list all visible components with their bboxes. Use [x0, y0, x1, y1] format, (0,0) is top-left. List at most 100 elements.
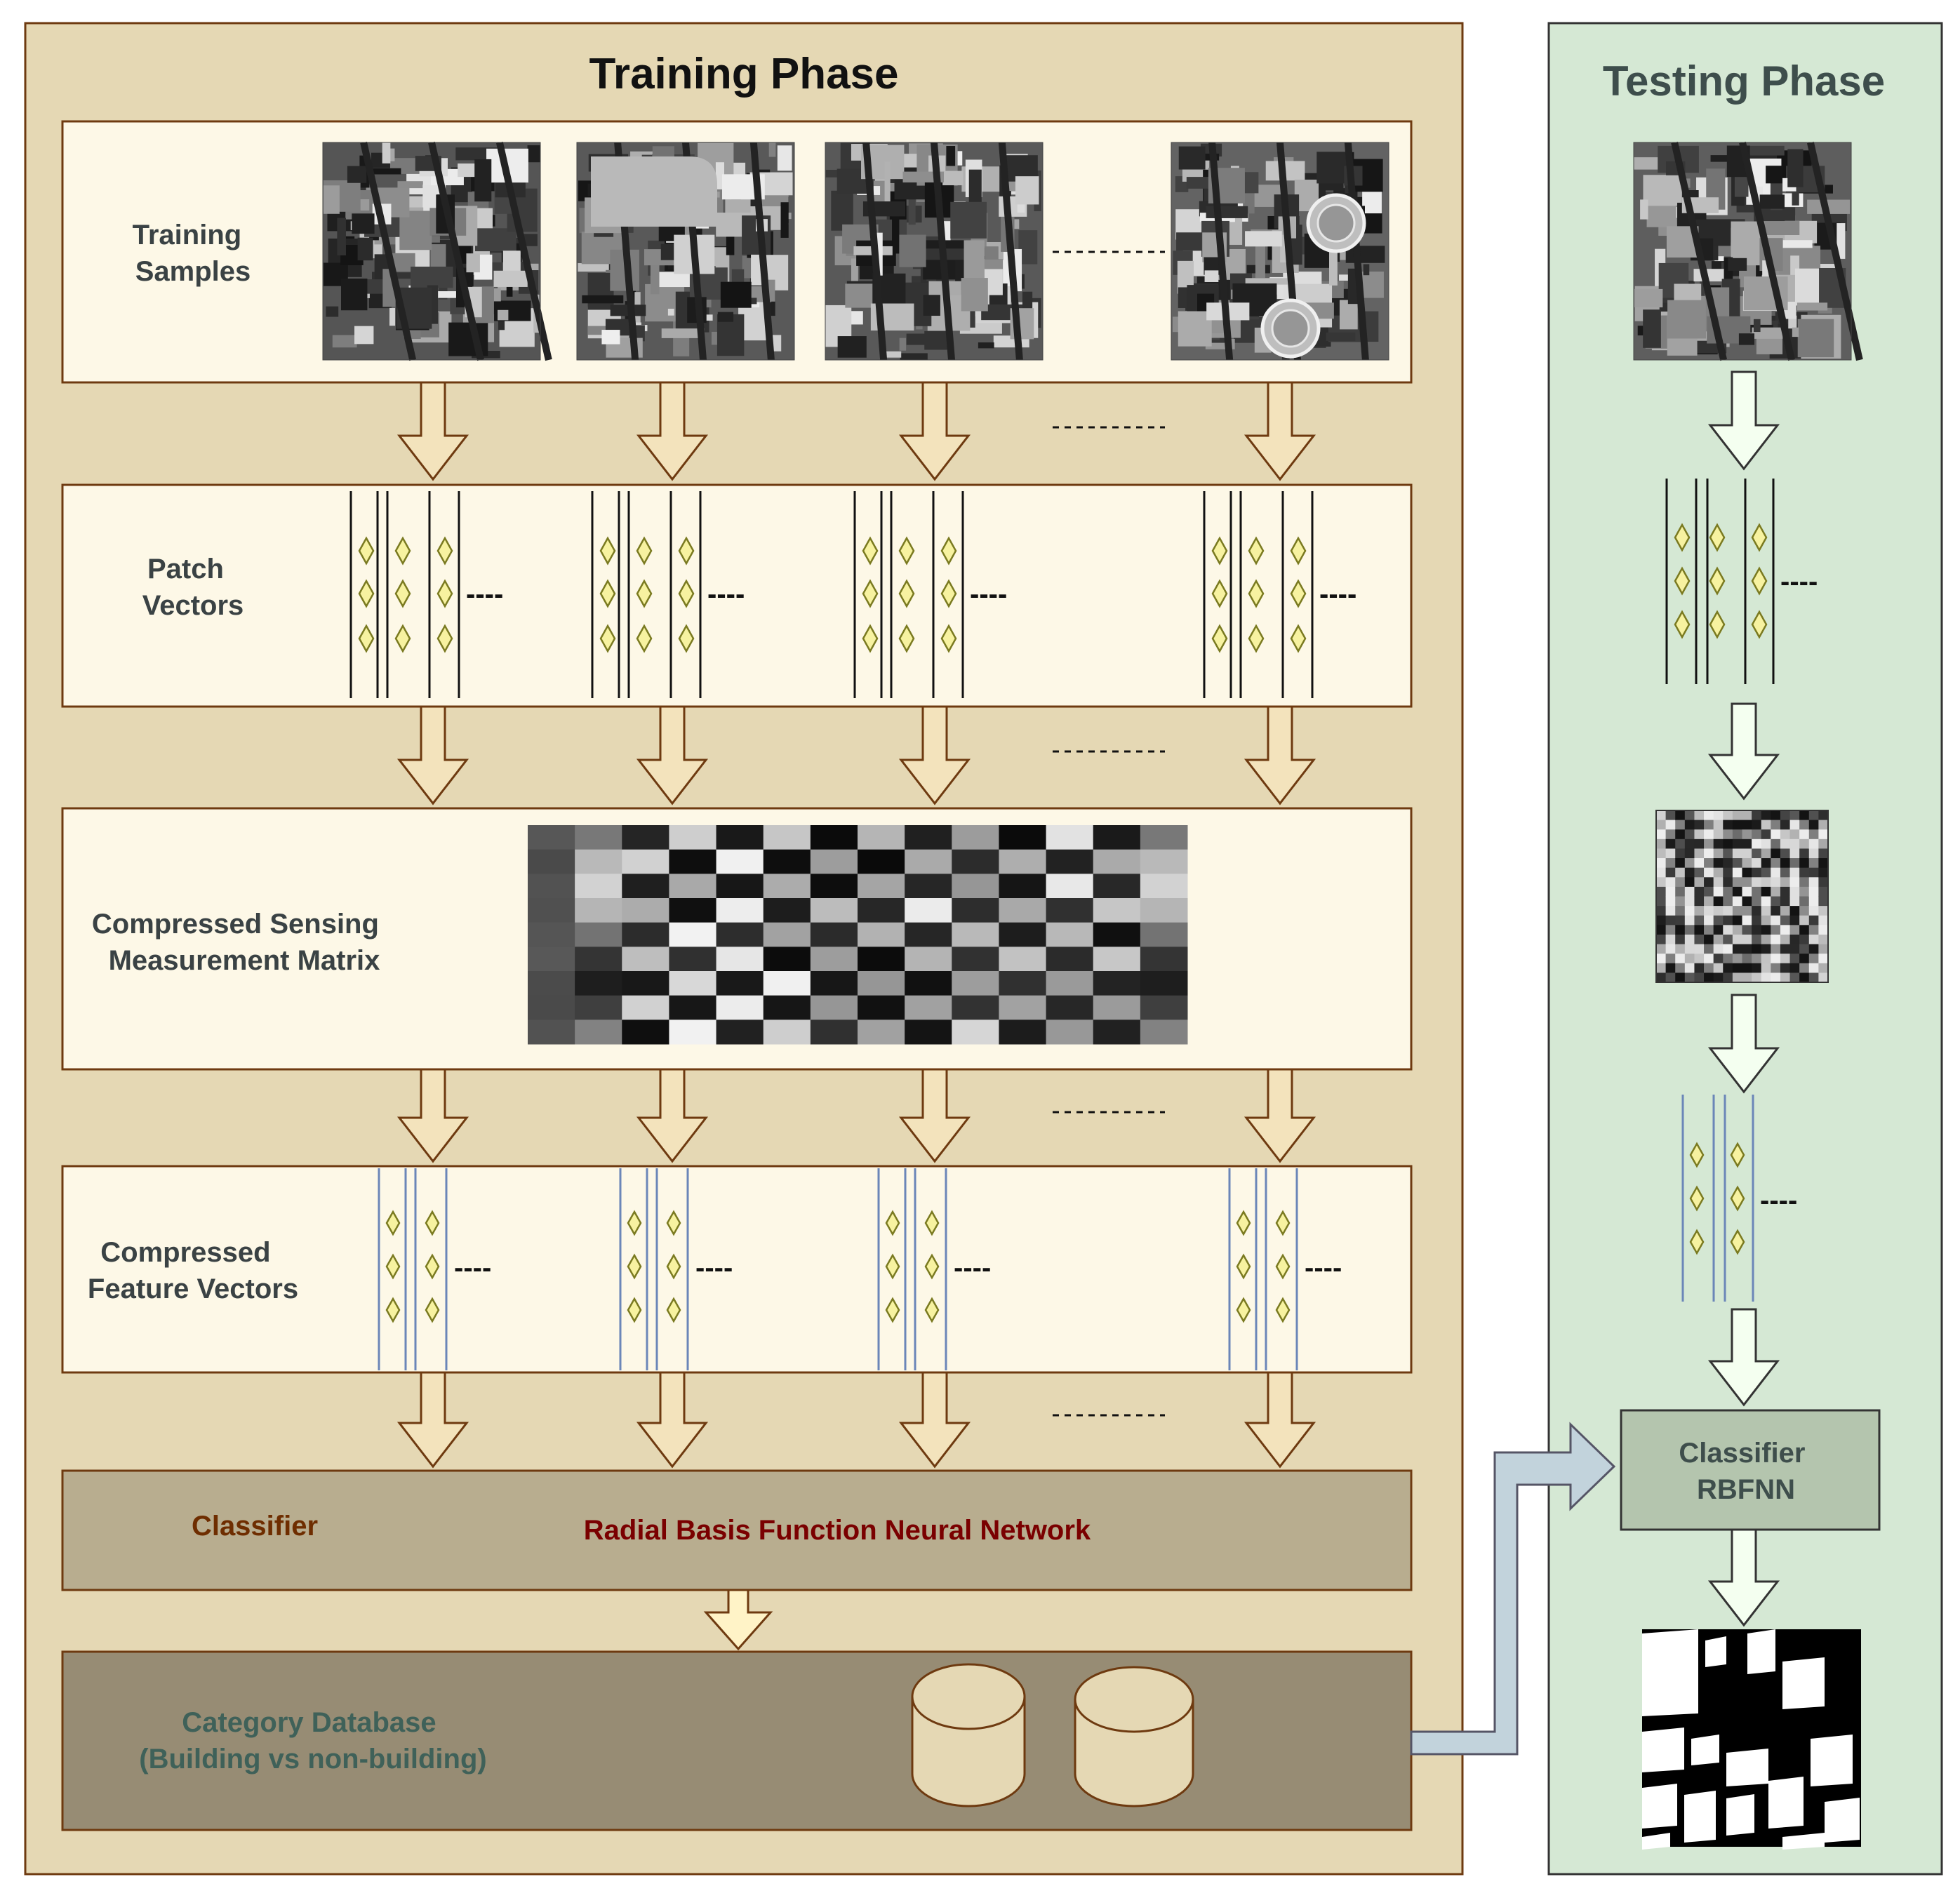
vector-element-icon: [1211, 579, 1228, 608]
vector-element-icon: [627, 1253, 642, 1280]
patch-vectors-label: Patch Vectors: [142, 554, 244, 621]
testing-phase-title: Testing Phase: [1603, 58, 1885, 105]
vector-element-icon: [436, 579, 453, 608]
vector-element-icon: [898, 579, 915, 608]
patch-vector-group: ----: [349, 491, 503, 698]
vector-element-icon: [358, 624, 375, 653]
vector-element-icon: [627, 1210, 642, 1236]
continuation-dashes: ----: [707, 579, 745, 610]
vector-element-icon: [1674, 610, 1691, 639]
patch-vectors-row: [61, 483, 1413, 708]
compressed-feature-vector-group: ----: [1228, 1168, 1342, 1370]
vector-element-icon: [1275, 1210, 1291, 1236]
database-cylinder-icon: [1074, 1666, 1194, 1807]
vector-element-icon: [599, 579, 616, 608]
vector-element-icon: [666, 1210, 681, 1236]
vector-element-icon: [666, 1297, 681, 1323]
vector-element-icon: [1751, 566, 1768, 596]
continuation-dashes: ----: [954, 1252, 991, 1283]
vector-element-icon: [940, 536, 957, 566]
vector-element-icon: [940, 579, 957, 608]
rbfnn-label: Radial Basis Function Neural Network: [584, 1515, 1091, 1546]
down-arrow: [636, 1068, 709, 1163]
down-arrow: [396, 1371, 469, 1469]
vector-element-icon: [885, 1297, 900, 1323]
down-arrow: [636, 705, 709, 806]
vector-element-icon: [862, 624, 879, 653]
vector-element-icon: [636, 624, 653, 653]
compressed-feature-row: [61, 1165, 1413, 1374]
category-database-row: [61, 1650, 1413, 1831]
vector-element-icon: [358, 579, 375, 608]
training-sample-image: [1171, 142, 1389, 361]
vector-element-icon: [1751, 523, 1768, 552]
training-phase-title: Training Phase: [589, 50, 898, 98]
continuation-dashes: ----: [454, 1252, 491, 1283]
vector-element-icon: [885, 1253, 900, 1280]
vector-element-icon: [394, 579, 411, 608]
cs-measurement-matrix-image: [528, 825, 1188, 1045]
vector-element-icon: [636, 536, 653, 566]
test-aerial-image: [1633, 141, 1863, 361]
continuation-dashes: ----: [1305, 1252, 1342, 1283]
vector-element-icon: [1709, 523, 1726, 552]
vector-element-icon: [385, 1253, 401, 1280]
vector-element-icon: [1248, 579, 1265, 608]
vector-element-icon: [678, 624, 695, 653]
training-sample-image: [825, 142, 1044, 361]
continuation-dashes: ----: [1319, 579, 1356, 610]
vector-element-icon: [1248, 624, 1265, 653]
vector-element-icon: [1730, 1142, 1745, 1168]
compressed-feature-label: Compressed Feature Vectors: [88, 1237, 298, 1304]
vector-element-icon: [1751, 610, 1768, 639]
down-arrow: [1707, 994, 1780, 1094]
vector-element-icon: [1290, 536, 1307, 566]
down-arrow: [1244, 1371, 1316, 1469]
vector-element-icon: [436, 536, 453, 566]
vector-element-icon: [1236, 1297, 1251, 1323]
vector-element-icon: [924, 1210, 940, 1236]
down-arrow: [1707, 370, 1780, 471]
down-arrow: [898, 1371, 971, 1469]
vector-element-icon: [1730, 1185, 1745, 1212]
test-aerial-texture: [1633, 141, 1863, 361]
cs-matrix-label: Compressed Sensing Measurement Matrix: [92, 909, 387, 976]
vector-element-icon: [627, 1297, 642, 1323]
vector-element-icon: [940, 624, 957, 653]
vector-element-icon: [678, 536, 695, 566]
vector-element-icon: [898, 536, 915, 566]
vector-element-icon: [394, 536, 411, 566]
vector-element-icon: [425, 1297, 440, 1323]
vector-element-icon: [898, 624, 915, 653]
compressed-feature-vector-group: ----: [877, 1168, 991, 1370]
test-cs-matrix-image: [1655, 810, 1829, 983]
down-arrow: [396, 1068, 469, 1163]
vector-element-icon: [385, 1210, 401, 1236]
vector-element-icon: [385, 1297, 401, 1323]
vector-element-icon: [1689, 1185, 1705, 1212]
vector-element-icon: [599, 536, 616, 566]
down-arrow: [1707, 1528, 1780, 1627]
building-detection-result-image: [1642, 1629, 1861, 1850]
vector-element-icon: [1674, 523, 1691, 552]
continuation-dashes: ----: [695, 1252, 733, 1283]
vector-element-icon: [666, 1253, 681, 1280]
training-sample-image: [322, 141, 552, 361]
database-to-classifier-arrow: [1410, 1422, 1616, 1756]
vector-element-icon: [1290, 624, 1307, 653]
vector-element-icon: [1236, 1210, 1251, 1236]
test-compressed-vector-group: ----: [1681, 1095, 1797, 1302]
vector-element-icon: [885, 1210, 900, 1236]
patch-vector-group: ----: [853, 491, 1007, 698]
vector-element-icon: [425, 1210, 440, 1236]
vector-element-icon: [1709, 566, 1726, 596]
vector-element-icon: [1674, 566, 1691, 596]
database-cylinder-icon: [911, 1663, 1026, 1807]
vector-element-icon: [1275, 1297, 1291, 1323]
vector-element-icon: [636, 579, 653, 608]
vector-element-icon: [1709, 610, 1726, 639]
vector-element-icon: [1248, 536, 1265, 566]
patch-vector-group: ----: [591, 491, 745, 698]
continuation-dashes: ----: [1780, 566, 1818, 597]
